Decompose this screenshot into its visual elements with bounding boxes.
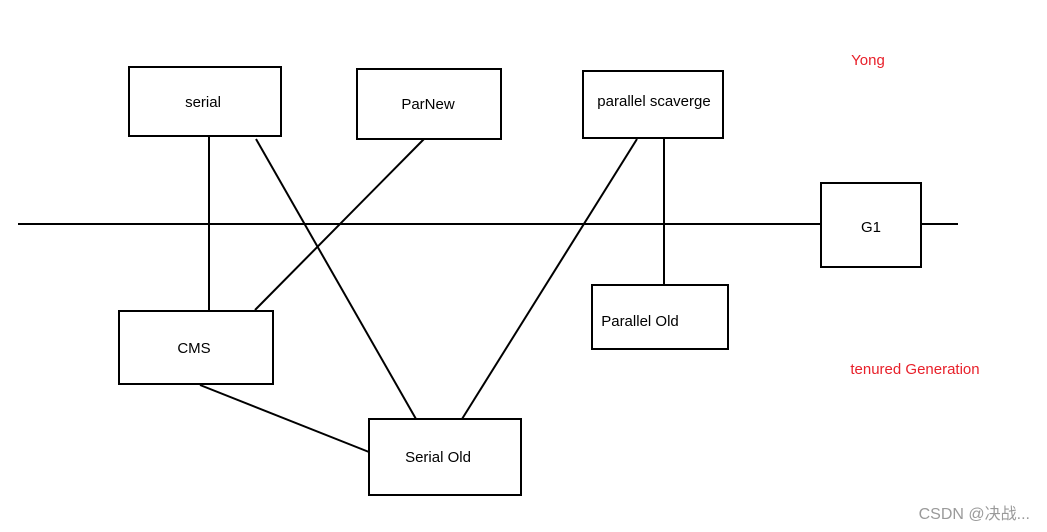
node-serial-old-label: Serial Old [405, 449, 471, 466]
node-g1-label: G1 [861, 219, 881, 236]
csdn-watermark: CSDN @决战... [919, 505, 1030, 523]
node-g1: G1 [820, 182, 922, 268]
node-serial: serial [128, 66, 282, 137]
young-generation-label: Yong [851, 52, 885, 69]
edge-parnew-cms [254, 138, 425, 311]
edge-cms-serial-old [199, 384, 370, 453]
node-parnew: ParNew [356, 68, 502, 140]
node-cms: CMS [118, 310, 274, 385]
node-cms-label: CMS [177, 340, 210, 357]
node-parallel-scavenge: parallel scaverge [582, 70, 724, 139]
edge-parallel-scavenge-serial-old [461, 138, 638, 420]
node-serial-label: serial [185, 94, 221, 111]
node-serial-old: Serial Old [368, 418, 522, 496]
node-parnew-label: ParNew [401, 96, 455, 113]
node-parallel-old-label: Parallel Old [601, 313, 679, 330]
edge-serial-serial-old [255, 138, 417, 420]
node-parallel-scavenge-label: parallel scaverge [597, 93, 710, 110]
tenured-generation-label: tenured Generation [850, 361, 979, 378]
node-parallel-old: Parallel Old [591, 284, 729, 350]
